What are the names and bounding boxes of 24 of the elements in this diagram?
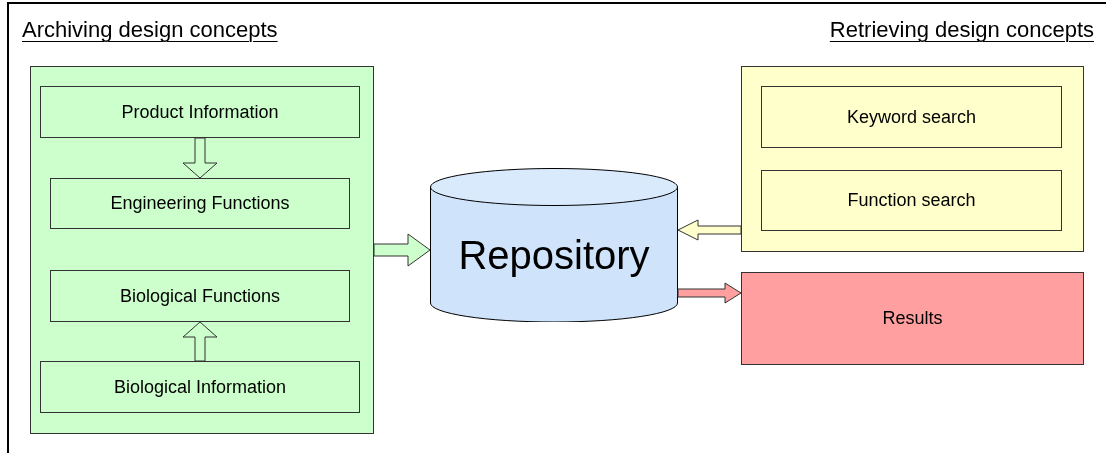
block-arrow	[182, 137, 218, 179]
node-label: Results	[882, 307, 943, 330]
node-label: Function search	[847, 189, 976, 212]
block-arrow	[373, 233, 431, 267]
process-box	[40, 361, 360, 413]
section-heading: Archiving design concepts	[22, 16, 278, 44]
process-box	[761, 86, 1062, 148]
node-label: Repository	[458, 231, 650, 279]
node-label: Engineering Functions	[110, 192, 290, 215]
group-panel	[30, 66, 374, 434]
block-arrow	[677, 282, 742, 304]
process-box	[40, 86, 360, 138]
block-arrow	[182, 321, 218, 362]
node-label: Product Information	[121, 100, 279, 124]
node-label: Keyword search	[846, 105, 977, 129]
node-label: Biological Functions	[119, 284, 281, 308]
process-box	[741, 272, 1084, 365]
node-label: Biological Information	[113, 375, 287, 399]
section-heading: Retrieving design concepts	[829, 16, 1094, 44]
process-box	[761, 170, 1062, 231]
process-box	[50, 178, 350, 229]
group-panel	[741, 66, 1084, 252]
process-box	[50, 270, 350, 322]
block-arrow	[677, 219, 742, 241]
